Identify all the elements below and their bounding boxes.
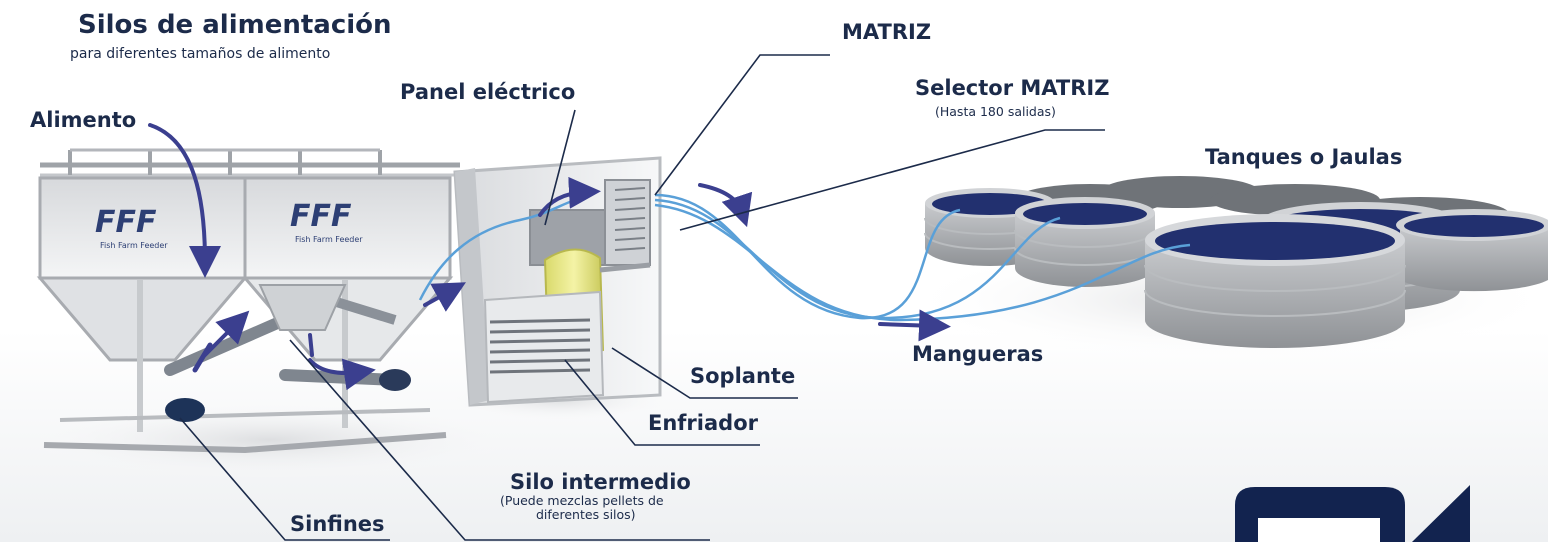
- feed-silos: FFF Fish Farm Feeder FFF Fish Farm Feede…: [36, 148, 460, 454]
- blower-cabinet: [453, 156, 662, 407]
- label-tanques: Tanques o Jaulas: [1205, 145, 1403, 169]
- label-enfriador: Enfriador: [648, 411, 758, 435]
- alimento-arrow: [148, 123, 221, 278]
- label-alimento: Alimento: [30, 108, 137, 132]
- label-matriz: MATRIZ: [842, 20, 932, 44]
- label-silo-intermedio-sub-2: diferentes silos): [536, 507, 636, 522]
- fff-tagline-left: Fish Farm Feeder: [100, 241, 168, 250]
- fff-logo-left: FFF: [95, 205, 157, 240]
- fff-tagline-right: Fish Farm Feeder: [295, 235, 363, 244]
- label-selector-matriz: Selector MATRIZ: [915, 76, 1110, 100]
- silos-subtitle: para diferentes tamaños de alimento: [70, 46, 331, 62]
- label-selector-sub: (Hasta 180 salidas): [935, 104, 1056, 119]
- label-mangueras: Mangueras: [912, 342, 1044, 366]
- fff-logo-right: FFF: [290, 199, 352, 234]
- label-silo-intermedio-sub-1: (Puede mezclas pellets de: [500, 493, 664, 508]
- mangueras-arrow: [878, 309, 951, 342]
- corner-logo-block: [1235, 485, 1470, 542]
- label-silo-intermedio: Silo intermedio: [510, 470, 691, 494]
- fish-tanks: [924, 176, 1548, 348]
- silos-title: Silos de alimentación: [78, 10, 392, 40]
- flow-arrows: [148, 123, 951, 391]
- silos-shadow: [10, 400, 530, 480]
- label-sinfines: Sinfines: [290, 512, 385, 536]
- leader-lines: [179, 54, 1105, 541]
- label-soplante: Soplante: [690, 364, 796, 388]
- label-panel-electrico: Panel eléctrico: [400, 80, 576, 104]
